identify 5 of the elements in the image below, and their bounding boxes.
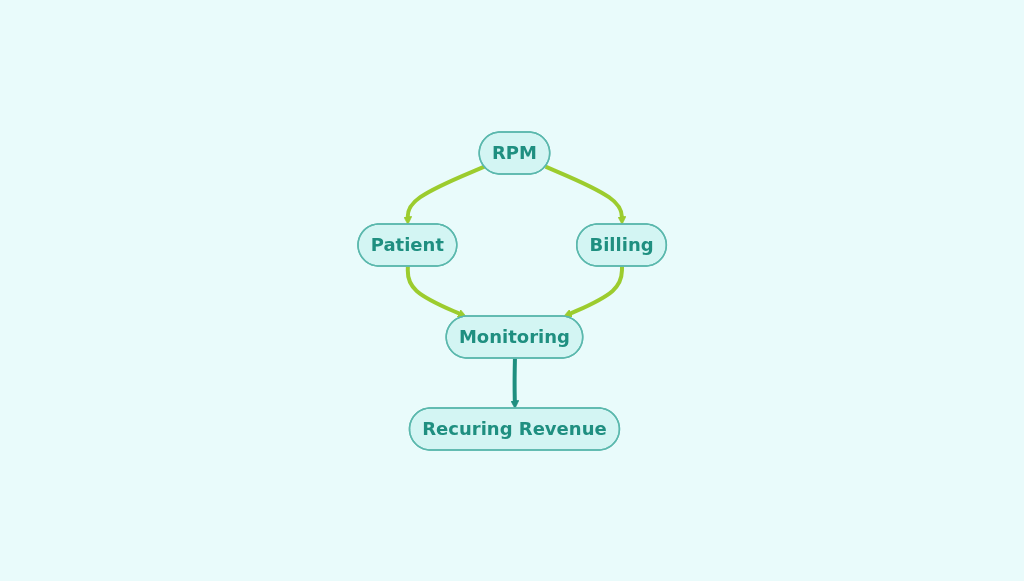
arrow [563,265,624,317]
arrow [510,357,519,409]
arrow [544,164,627,225]
arrow [403,164,485,225]
arrow [405,265,467,317]
